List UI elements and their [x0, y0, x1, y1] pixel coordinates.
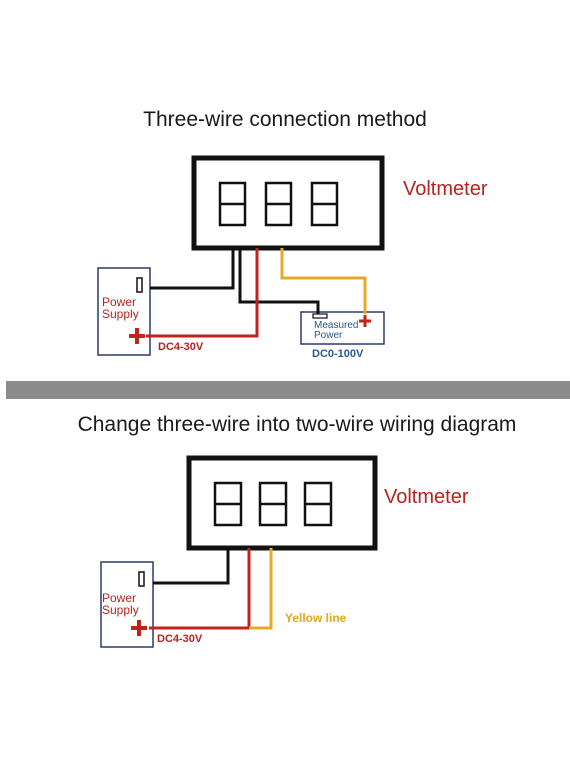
- digit-segment-icon: [303, 481, 333, 527]
- power-supply-range: DC4-30V: [157, 633, 203, 645]
- red-wire: [146, 248, 259, 338]
- seven-segment-display: [213, 481, 333, 527]
- digit-segment-icon: [258, 481, 288, 527]
- measured-power-label-line2: Power: [314, 330, 343, 341]
- red-wire: [149, 548, 251, 630]
- measured-power-range: DC0-100V: [312, 348, 364, 360]
- section-divider: [6, 381, 570, 399]
- power-supply-label: Power Supply: [102, 592, 139, 616]
- digit-segment-icon: [310, 181, 339, 227]
- digit-segment-icon: [213, 481, 243, 527]
- power-supply-label-line1: Power: [102, 591, 137, 605]
- black-wire: [150, 248, 235, 290]
- measured-power-label-line1: Measured: [314, 320, 359, 331]
- black-wire: [153, 548, 230, 585]
- power-supply-label-line1: Power: [102, 295, 137, 309]
- section2-title: Change three-wire into two-wire wiring d…: [77, 413, 517, 436]
- voltmeter-label: Voltmeter: [403, 178, 488, 200]
- power-supply-range: DC4-30V: [158, 341, 204, 353]
- positive-terminal-icon: [131, 620, 147, 636]
- yellow-wire: [280, 248, 367, 314]
- black-wire: [238, 248, 320, 314]
- digit-segment-icon: [264, 181, 293, 227]
- power-supply-label-line2: Supply: [102, 307, 139, 321]
- power-supply-label: Power Supply: [102, 296, 139, 320]
- negative-terminal-icon: [136, 277, 143, 293]
- negative-terminal-icon: [138, 571, 145, 587]
- yellow-line-label: Yellow line: [285, 611, 347, 625]
- digit-segment-icon: [218, 181, 247, 227]
- positive-terminal-icon: [129, 328, 145, 344]
- positive-terminal-icon: [359, 315, 371, 327]
- section1-title: Three-wire connection method: [143, 108, 427, 131]
- negative-terminal-icon: [312, 313, 328, 319]
- power-supply-label-line2: Supply: [102, 603, 139, 617]
- measured-power-label: Measured Power: [314, 321, 358, 341]
- voltmeter-label: Voltmeter: [384, 486, 469, 508]
- seven-segment-display: [218, 181, 339, 227]
- yellow-wire: [249, 548, 273, 630]
